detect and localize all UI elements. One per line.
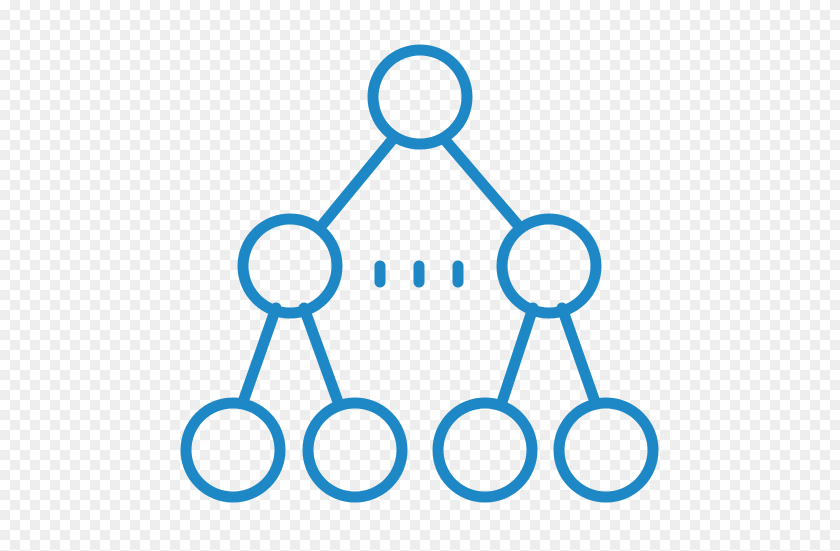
leaf-node-3 xyxy=(432,397,538,503)
connector-right-leaf3 xyxy=(496,302,539,408)
connector-left-leaf1 xyxy=(237,302,282,408)
connector-root-right xyxy=(439,134,523,230)
leaf-node-4 xyxy=(553,397,659,503)
middle-node-left xyxy=(237,213,343,319)
connector-root-left xyxy=(317,134,398,230)
leaf-node-1 xyxy=(180,397,286,503)
connector-left-leaf2 xyxy=(298,302,344,408)
root-node xyxy=(367,44,473,150)
connector-right-leaf4 xyxy=(556,302,601,408)
middle-node-right xyxy=(496,213,602,319)
leaf-node-2 xyxy=(302,397,408,503)
